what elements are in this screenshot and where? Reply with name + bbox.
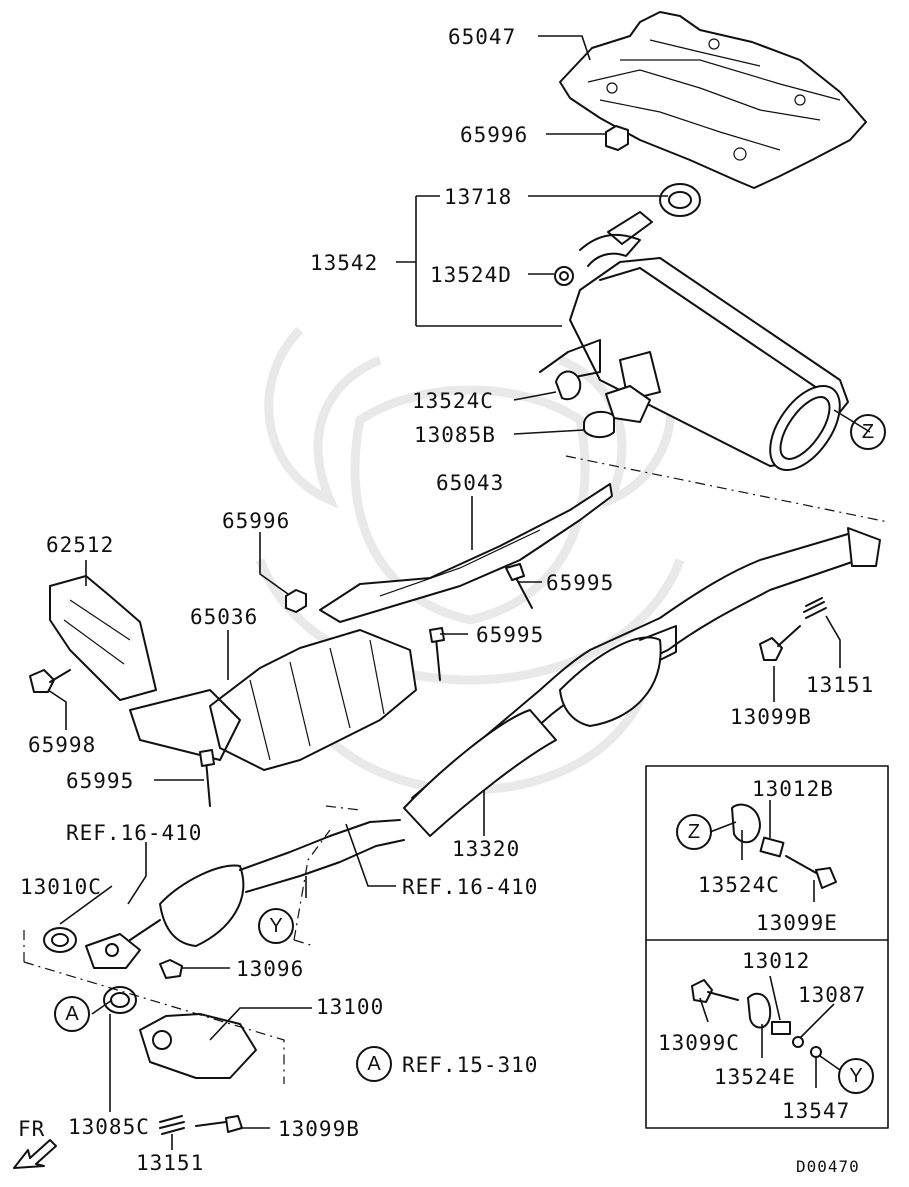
part-65995-bolt-b[interactable] bbox=[429, 627, 445, 681]
part-13010C-gasket[interactable] bbox=[43, 927, 77, 953]
marker-z-main-text: Z bbox=[862, 421, 874, 443]
label-inset-13099E: 13099E bbox=[756, 911, 838, 935]
label-65998: 65998 bbox=[28, 733, 96, 757]
part-65043-heat-protector[interactable] bbox=[319, 483, 613, 623]
label-ref-16-410-left: REF.16-410 bbox=[66, 821, 202, 845]
label-inset-13547: 13547 bbox=[782, 1099, 850, 1123]
diagram-code: D00470 bbox=[796, 1157, 860, 1176]
part-65996-nut-mid[interactable] bbox=[285, 589, 307, 613]
part-65047-heat-shield[interactable] bbox=[559, 11, 867, 189]
marker-a-left: A bbox=[54, 996, 90, 1032]
reference-dashed-lines bbox=[23, 455, 889, 1084]
marker-z-inset: Z bbox=[676, 814, 712, 850]
marker-a-ref: A bbox=[356, 1046, 392, 1082]
label-inset-13087: 13087 bbox=[798, 983, 866, 1007]
label-65995-c: 65995 bbox=[66, 769, 134, 793]
inset-lower-parts[interactable] bbox=[691, 979, 822, 1058]
label-ref-16-410-right: REF.16-410 bbox=[402, 875, 538, 899]
marker-y-main-text: Y bbox=[269, 915, 282, 937]
leader-lines bbox=[47, 35, 871, 1150]
part-13085B-gasket[interactable] bbox=[583, 410, 615, 438]
label-13524C-top: 13524C bbox=[412, 389, 494, 413]
part-62512-heat-protector[interactable] bbox=[49, 575, 157, 701]
label-inset-13012: 13012 bbox=[742, 949, 810, 973]
label-13542: 13542 bbox=[310, 251, 378, 275]
label-13010C: 13010C bbox=[20, 875, 102, 899]
label-65995-b: 65995 bbox=[476, 623, 544, 647]
part-13100-catalyst-detail[interactable] bbox=[139, 1013, 257, 1079]
detail-inset-box bbox=[645, 765, 889, 1129]
label-13151-bottom: 13151 bbox=[136, 1151, 204, 1175]
label-65043: 65043 bbox=[436, 471, 504, 495]
part-65998-bolt[interactable] bbox=[29, 669, 71, 693]
part-65995-bolt-a[interactable] bbox=[505, 563, 533, 609]
label-inset-13524C: 13524C bbox=[698, 873, 780, 897]
marker-z-main: Z bbox=[850, 414, 886, 450]
label-13096: 13096 bbox=[236, 957, 304, 981]
label-65047: 65047 bbox=[448, 25, 516, 49]
label-13524D: 13524D bbox=[430, 263, 512, 287]
label-13151-right: 13151 bbox=[806, 673, 874, 697]
marker-a-left-text: A bbox=[65, 1003, 79, 1025]
label-13099B-right: 13099B bbox=[730, 705, 812, 729]
label-13718: 13718 bbox=[444, 185, 512, 209]
label-13100: 13100 bbox=[316, 995, 384, 1019]
part-13542-muffler[interactable] bbox=[539, 233, 854, 482]
part-13096-nut[interactable] bbox=[159, 959, 183, 979]
label-inset-13099C: 13099C bbox=[658, 1031, 740, 1055]
part-13151-spring-bottom[interactable] bbox=[159, 1115, 185, 1135]
part-13100-front-pipe-catalyst[interactable] bbox=[85, 819, 405, 969]
muffler-flange bbox=[605, 385, 651, 423]
inset-upper-parts[interactable] bbox=[731, 803, 837, 889]
inset-leaders bbox=[699, 800, 841, 1088]
marker-y-inset-text: Y bbox=[849, 1065, 862, 1087]
label-65996-mid: 65996 bbox=[222, 509, 290, 533]
label-62512: 62512 bbox=[46, 533, 114, 557]
part-13151-spring-right[interactable] bbox=[803, 597, 827, 619]
front-direction-arrow-icon bbox=[13, 1139, 57, 1169]
part-13320-center-pipe[interactable] bbox=[403, 527, 881, 837]
label-13099B-bottom: 13099B bbox=[278, 1117, 360, 1141]
label-inset-13524E: 13524E bbox=[714, 1065, 796, 1089]
marker-z-inset-text: Z bbox=[688, 821, 700, 843]
label-13085C: 13085C bbox=[68, 1115, 150, 1139]
part-13099B-bolt-bottom[interactable] bbox=[195, 1115, 243, 1133]
label-65995-a: 65995 bbox=[546, 571, 614, 595]
part-65995-bolt-c[interactable] bbox=[199, 749, 215, 807]
part-65036-heat-protector[interactable] bbox=[129, 629, 417, 771]
marker-a-ref-text: A bbox=[367, 1053, 381, 1075]
label-65036: 65036 bbox=[190, 605, 258, 629]
marker-y-main: Y bbox=[258, 908, 294, 944]
label-13085B: 13085B bbox=[414, 423, 496, 447]
part-13085C-gasket[interactable] bbox=[103, 986, 137, 1014]
part-13524C-rubber-hanger-top[interactable] bbox=[555, 370, 582, 401]
label-inset-13012B: 13012B bbox=[752, 777, 834, 801]
part-13099B-bolt-right[interactable] bbox=[759, 625, 801, 661]
label-fr: FR bbox=[18, 1117, 45, 1141]
label-13320: 13320 bbox=[452, 837, 520, 861]
marker-y-inset: Y bbox=[838, 1058, 874, 1094]
part-65996-nut-top[interactable] bbox=[605, 125, 629, 151]
part-13524D-rubber-hanger[interactable] bbox=[554, 266, 574, 286]
label-65996-top: 65996 bbox=[460, 123, 528, 147]
label-ref-15-310: REF.15-310 bbox=[402, 1053, 538, 1077]
